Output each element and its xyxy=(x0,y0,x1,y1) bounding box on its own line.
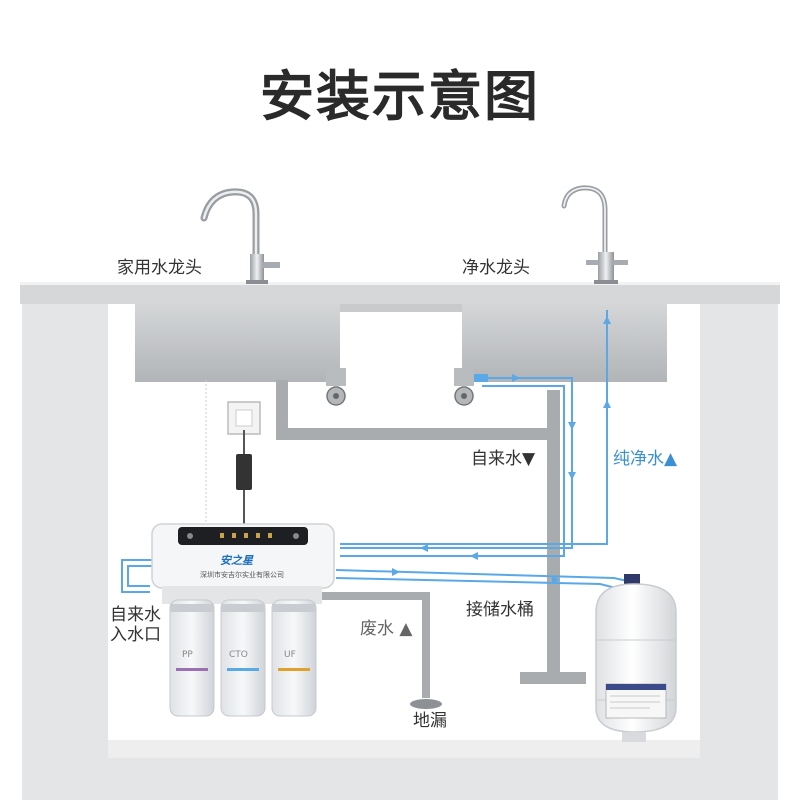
countertop xyxy=(20,282,780,304)
filter-label-uf: UF xyxy=(284,650,296,660)
ro-control-panel xyxy=(178,527,308,545)
gray-pipes xyxy=(276,380,586,709)
power-adapter xyxy=(236,454,252,490)
home-faucet-label: 家用水龙头 xyxy=(117,258,202,278)
power-supply xyxy=(205,380,261,526)
filter-pp xyxy=(169,599,215,717)
waste-water-label: 废水 ▲ xyxy=(360,619,413,639)
floor-drain-label: 地漏 xyxy=(413,711,447,731)
home-faucet xyxy=(200,188,280,284)
right-sink-basin xyxy=(462,304,667,382)
storage-tank-label: 接储水桶 xyxy=(466,600,534,620)
company-name: 深圳市安吉尔实业有限公司 xyxy=(200,571,284,579)
ro-purifier xyxy=(151,523,335,604)
page-title: 安装示意图 xyxy=(260,65,540,128)
floor-drain xyxy=(410,699,442,709)
filter-label-pp: PP xyxy=(182,650,193,660)
cabinet-floor xyxy=(108,740,700,758)
inlet-label-line2: 入水口 xyxy=(110,625,161,645)
angle-valves xyxy=(326,368,488,406)
pure-faucet-label: 净水龙头 xyxy=(462,258,530,278)
left-sink-basin xyxy=(135,304,340,382)
filter-cartridges xyxy=(169,599,317,717)
sinks xyxy=(135,304,667,382)
inlet-label-line1: 自来水 xyxy=(110,605,161,625)
flow-arrows xyxy=(392,316,611,584)
storage-tank xyxy=(595,574,677,742)
brand-logo: 安之星 xyxy=(220,554,253,567)
pure-water-label: 纯净水▲ xyxy=(613,449,678,469)
filter-cto xyxy=(220,599,266,717)
tap-water-label: 自来水▼ xyxy=(471,449,536,469)
filter-uf xyxy=(271,599,317,717)
filter-label-cto: CTO xyxy=(229,650,248,660)
pure-faucet xyxy=(561,185,628,284)
